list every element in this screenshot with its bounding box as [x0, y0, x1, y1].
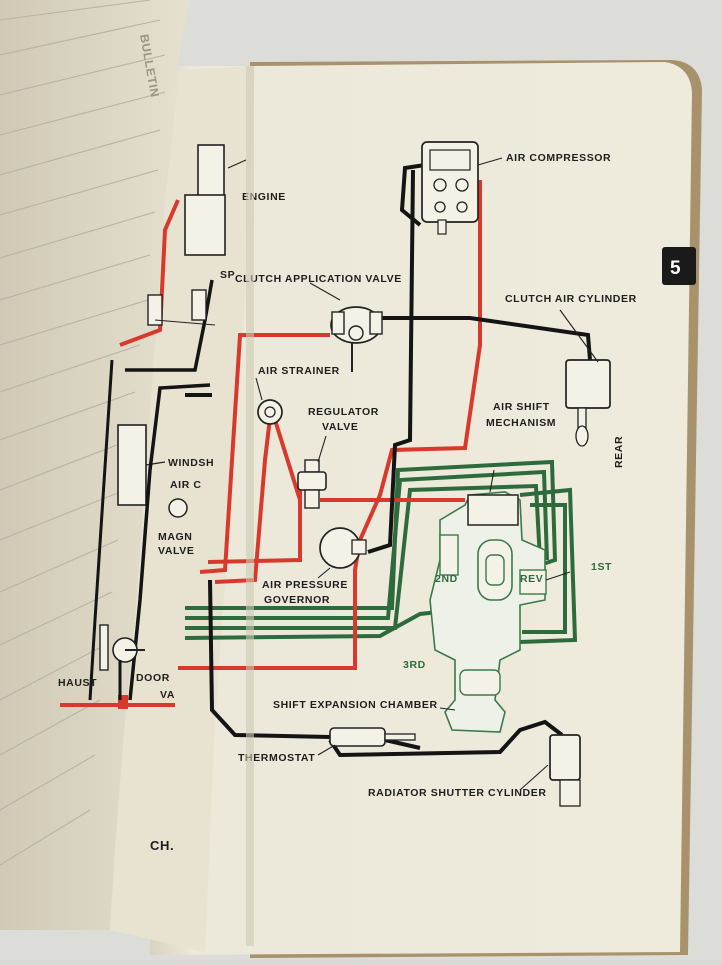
door-valve: [99, 624, 109, 671]
ruled-lines: [0, 0, 166, 866]
magnet-label: MAGN: [158, 531, 192, 543]
air-strainer-part: [255, 377, 283, 425]
engine-part: [197, 144, 225, 201]
regulator-valve-part: [297, 435, 327, 509]
air-pressure-label: AIR PRESSURE: [262, 579, 348, 591]
air-compressor-part: [421, 141, 503, 235]
clutch-application-valve-label: CLUTCH APPLICATION VALVE: [235, 273, 402, 285]
air-shift-label: AIR SHIFT: [493, 401, 550, 413]
right-diagram: [178, 141, 611, 807]
clutch-application-valve-part: [309, 282, 383, 372]
rear-label: REAR: [613, 436, 625, 468]
gear-2nd-label: 2ND: [435, 573, 458, 585]
thermostat-part: [317, 727, 416, 756]
windshield-unit: [117, 424, 147, 506]
mechanism-label: MECHANISM: [486, 417, 556, 429]
sp-label: SP: [220, 269, 235, 281]
air-compressor-label: AIR COMPRESSOR: [506, 152, 611, 164]
air-label: AIR C: [170, 479, 202, 491]
gear-1st-label: 1ST: [591, 561, 612, 573]
shift-expansion-chamber-label: SHIFT EXPANSION CHAMBER: [273, 699, 438, 711]
regulator-valve-label: VALVE: [322, 421, 358, 433]
air-gauge-icon: [168, 498, 188, 518]
regulator-label: REGULATOR: [308, 406, 379, 418]
door-label: DOOR: [136, 672, 170, 684]
left-page: [0, 0, 190, 930]
radiator-shutter-cylinder-part: [519, 734, 581, 807]
door-valve-label: VA: [160, 689, 175, 701]
air-strainer-label: AIR STRAINER: [258, 365, 340, 377]
clutch-air-cylinder-label: CLUTCH AIR CYLINDER: [505, 293, 637, 305]
section-tab[interactable]: [662, 247, 696, 285]
footer-fragment: CH.: [150, 838, 174, 853]
section-tab-number: 5: [670, 258, 681, 279]
gear-rev-label: REV: [520, 573, 543, 585]
valve-label: VALVE: [158, 545, 194, 557]
governor-label: GOVERNOR: [264, 594, 330, 606]
clutch-air-cylinder-part: [559, 309, 611, 447]
air-pressure-governor-part: [317, 527, 367, 579]
black-lines: [185, 163, 592, 758]
radiator-shutter-cylinder-label: RADIATOR SHUTTER CYLINDER: [368, 787, 547, 799]
thermostat-label: THERMOSTAT: [238, 752, 315, 764]
gear-3rd-label: 3RD: [403, 659, 426, 671]
exhaust-label: HAUST: [58, 677, 97, 689]
red-lines: [178, 180, 482, 670]
air-shift-mechanism-part: [429, 469, 571, 733]
left-fragment: [60, 144, 247, 709]
green-lines: [184, 459, 578, 644]
windshield-label: WINDSH: [168, 457, 214, 469]
